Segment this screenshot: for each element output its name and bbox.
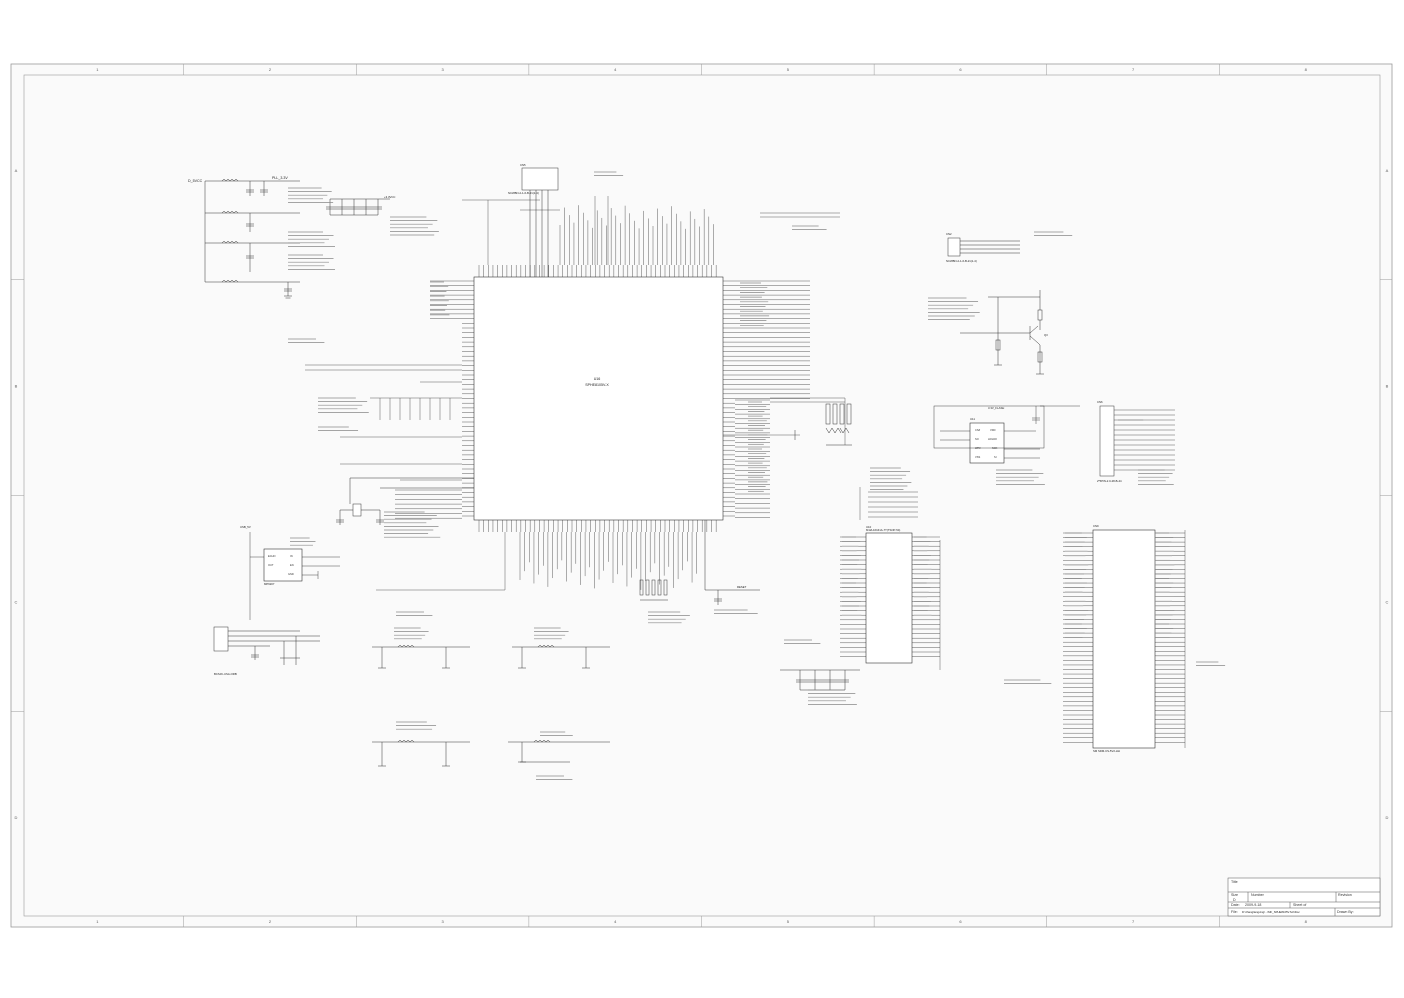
zone-col-label-bottom: 8 xyxy=(1305,919,1308,924)
connector-cn9: CN9 SM SDM-CS-5V2-HH xyxy=(1063,524,1186,753)
zone-col-label-top: 6 xyxy=(959,67,962,72)
svg-text:EN: EN xyxy=(290,563,294,567)
zone-col-label-bottom: 2 xyxy=(269,919,272,924)
file-value: D:\zhangliangxing\...\MF_SPHE8105V.SchDo… xyxy=(1242,910,1300,914)
zone-col-label-top: 8 xyxy=(1305,67,1308,72)
sdram-resistor-block xyxy=(859,487,918,520)
usb5v-label: USB_5V xyxy=(240,525,251,529)
zone-row-label-left: B xyxy=(15,384,18,389)
zone-col-label-bottom: 6 xyxy=(959,919,962,924)
cn6-part: 2*5PIN-2.0-28-B-44 xyxy=(1097,479,1122,483)
drawn-label: Drawn By: xyxy=(1337,910,1354,914)
zone-col-label-top: 1 xyxy=(96,67,99,72)
zone-col-label-top: 4 xyxy=(614,67,617,72)
zone-row-label-left: A xyxy=(15,168,18,173)
flash-power-label: 3.3V_FLASH xyxy=(988,406,1004,410)
title-label: Title xyxy=(1231,880,1238,884)
usb-connector-cn10 xyxy=(213,626,320,665)
zone-row-label-left: C xyxy=(15,599,18,604)
flash-wiring xyxy=(933,405,1080,459)
bottom-resistor-array xyxy=(639,579,668,601)
date-value: 2009-9-18 xyxy=(1245,903,1261,907)
zone-col-label-bottom: 4 xyxy=(614,919,617,924)
size-value: D xyxy=(1233,898,1236,902)
cn5-ref: CN5 xyxy=(520,163,526,167)
revision-label: Revision xyxy=(1338,893,1352,897)
zone-row-label-right: B xyxy=(1386,384,1389,389)
svg-text:SO: SO xyxy=(975,437,979,441)
power-filter-block xyxy=(204,179,300,299)
zone-col-label-bottom: 3 xyxy=(441,919,444,924)
file-label: File: xyxy=(1231,910,1238,914)
cn10-part: BCSJK-USA-ORB xyxy=(214,672,237,676)
svg-text:ECHO: ECHO xyxy=(268,554,276,558)
ldo-wiring xyxy=(249,532,340,620)
sdram-ref: U10 xyxy=(866,525,872,529)
cn9-part: SM SDM-CS-5V2-HH xyxy=(1093,749,1120,753)
cn9-ref: CN9 xyxy=(1093,524,1099,528)
number-label: Number xyxy=(1251,893,1265,897)
cn2-ref: CN2 xyxy=(946,232,952,236)
sdram-u10: U10 M12L16161A-7T(TSOP-54) xyxy=(840,525,941,670)
q3-ref: Q3 xyxy=(1044,333,1048,337)
resistor-pack-rn xyxy=(825,403,852,446)
annotation-text-blocks xyxy=(288,171,1226,780)
reset-circuit xyxy=(704,520,760,605)
flash-ref: U11 xyxy=(970,417,975,421)
ldo-part: MP6207 xyxy=(264,582,275,586)
cn2-part: NCWBN-2-1-6-B-21(1-4) xyxy=(946,259,977,263)
reset-transistor-circuit xyxy=(960,290,1044,375)
d5vcc-label: D_5VCC xyxy=(188,179,203,183)
zone-col-label-top: 5 xyxy=(787,67,790,72)
svg-text:IN: IN xyxy=(290,554,293,558)
vcc-label: +3.3VCC xyxy=(384,195,395,199)
date-label: Date: xyxy=(1231,903,1240,907)
svg-text:OUT: OUT xyxy=(268,563,274,567)
connector-cn6 xyxy=(1099,405,1175,477)
zone-row-label-right: C xyxy=(1386,599,1389,604)
zone-col-label-bottom: 1 xyxy=(96,919,99,924)
svg-text:SI: SI xyxy=(994,455,997,459)
size-label: Size xyxy=(1231,893,1238,897)
svg-text:GND: GND xyxy=(288,572,294,576)
title-block xyxy=(1227,877,1381,917)
svg-text:CS#: CS# xyxy=(975,428,981,432)
flash-u11: CS# SO WP# VSS VDD HOLD# SCK SI U11 xyxy=(969,417,1005,464)
ldo-u12: ECHO OUT IN EN GND MP6207 xyxy=(263,548,303,586)
sheet-label: Sheet of xyxy=(1293,903,1306,907)
main-ic-ref: U16 xyxy=(594,377,601,381)
svg-text:VDD: VDD xyxy=(990,428,996,432)
zone-col-label-bottom: 7 xyxy=(1132,919,1135,924)
cn6-ref: CN6 xyxy=(1097,400,1103,404)
zone-col-label-top: 2 xyxy=(269,67,272,72)
av-output-filters xyxy=(372,645,610,767)
zone-col-label-top: 7 xyxy=(1132,67,1135,72)
cn5-part: NCWBN-2-1-6-B-21(1-4) xyxy=(508,191,539,195)
zone-row-label-right: A xyxy=(1386,168,1389,173)
crystal-oscillator xyxy=(336,477,474,525)
sdram-decoupling-caps xyxy=(780,669,860,691)
main-ic-part: SPHE8105V-X xyxy=(585,383,609,387)
zone-col-label-bottom: 5 xyxy=(787,919,790,924)
svg-text:HOLD#: HOLD# xyxy=(988,437,997,441)
sdram-part: M12L16161A-7T(TSOP-54) xyxy=(866,528,900,532)
connector-cn5 xyxy=(521,167,559,277)
zone-row-label-right: D xyxy=(1386,815,1389,820)
pll33v-label: PLL_3.3V xyxy=(272,176,288,180)
reset-label: RESET xyxy=(737,585,747,589)
svg-text:VSS: VSS xyxy=(975,455,980,459)
zone-col-label-top: 3 xyxy=(441,67,444,72)
zone-row-label-left: D xyxy=(15,815,18,820)
connector-cn2 xyxy=(947,237,1020,257)
main-ic-u16: U16 SPHE8105V-X xyxy=(462,265,735,532)
decoupling-cap-bank-top xyxy=(326,198,390,216)
